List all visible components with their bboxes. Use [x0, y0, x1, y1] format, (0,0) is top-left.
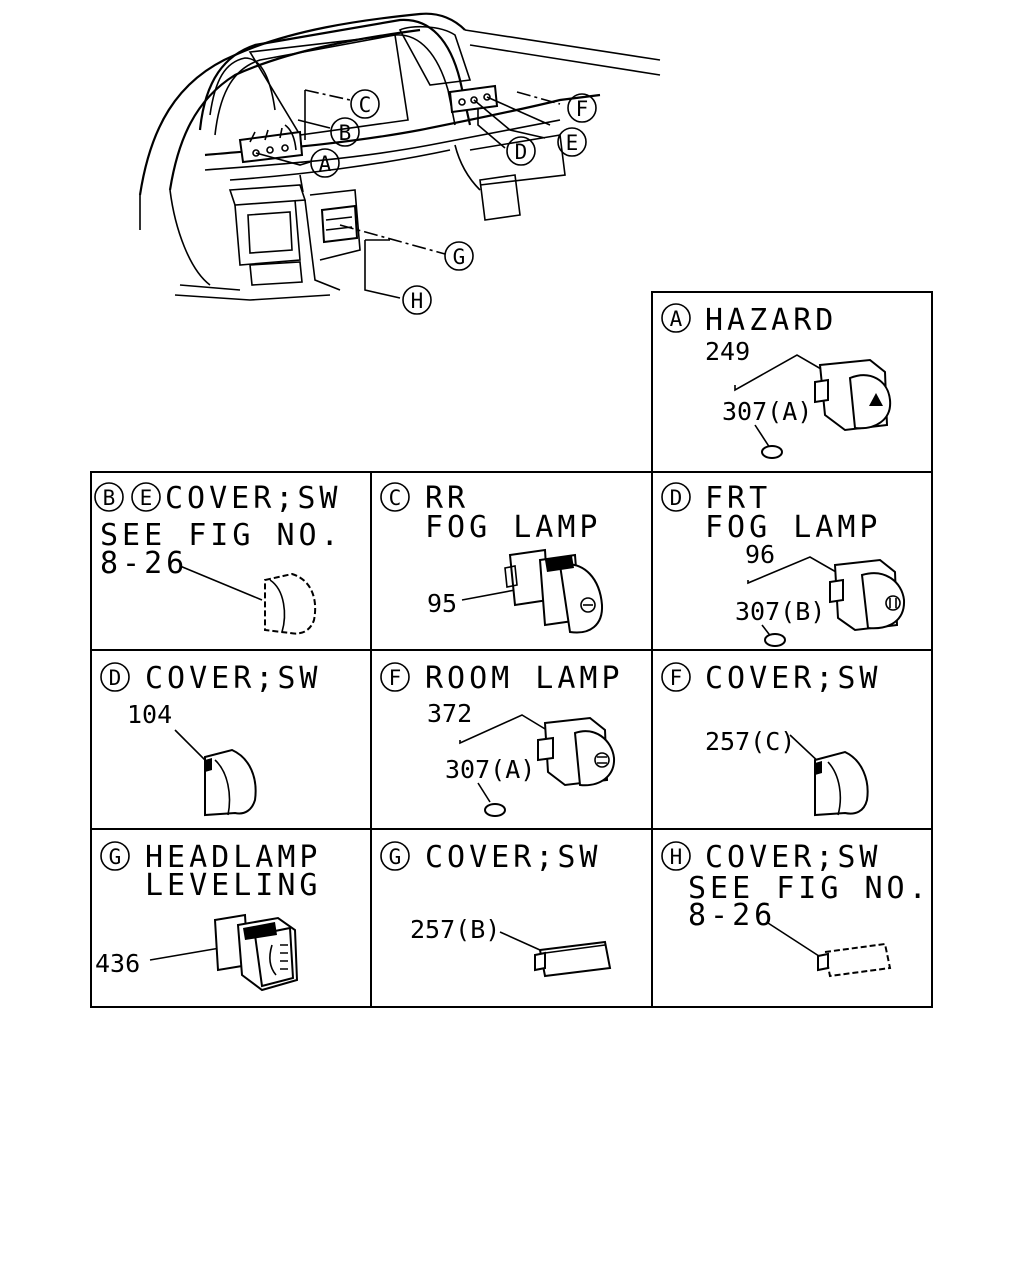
svg-text:F: F [670, 666, 683, 690]
callout-C: C [350, 89, 380, 119]
letter-badge: G [380, 841, 410, 871]
callout-A: A [310, 148, 340, 178]
panel-title: LEVELING [145, 868, 322, 903]
svg-text:E: E [566, 131, 579, 155]
part-number: 307(B) [735, 597, 825, 626]
hazard-switch [814, 358, 892, 432]
bulb [761, 445, 783, 459]
bulb [764, 633, 786, 647]
rr-fog-switch [504, 548, 604, 634]
panel-title: FOG LAMP [425, 510, 602, 545]
reference-text: 8-26 [688, 898, 776, 933]
panel-cover-be: B E COVER;SW SEE FIG NO. 8-26 [94, 481, 343, 635]
svg-text:H: H [670, 845, 683, 869]
letter-badge: D [100, 662, 130, 692]
letter-badge: D [661, 482, 691, 512]
part-number: 249 [705, 337, 750, 366]
svg-text:A: A [319, 152, 332, 176]
reference-text: SEE FIG NO. [100, 518, 343, 553]
panel-cover-d: D COVER;SW 104 [100, 661, 322, 817]
panel-title: RR [425, 481, 469, 516]
panel-frt-fog: D FRT FOG LAMP 96 307(B) [661, 481, 906, 647]
svg-text:G: G [389, 845, 402, 869]
svg-text:G: G [453, 245, 466, 269]
part-number: 307(A) [722, 397, 812, 426]
panel-headlamp-leveling: G HEADLAMP LEVELING 436 [95, 840, 322, 992]
switch-cover [534, 940, 612, 978]
switch-cover [814, 750, 869, 817]
svg-text:B: B [103, 486, 116, 510]
switch-cover [817, 942, 892, 978]
reference-text: 8-26 [100, 546, 188, 581]
svg-text:H: H [411, 289, 424, 313]
callout-B: B [330, 117, 360, 147]
panel-cover-h: H COVER;SW SEE FIG NO. 8-26 [661, 840, 931, 978]
svg-text:A: A [670, 307, 683, 331]
room-lamp-switch [537, 716, 616, 787]
svg-text:G: G [109, 845, 122, 869]
callout-H: H [402, 285, 432, 315]
panel-room-lamp: F ROOM LAMP 372 307(A) [380, 661, 624, 817]
callout-G: G [444, 241, 474, 271]
dashboard-overview: A B C D E F G H [138, 12, 661, 315]
svg-text:F: F [389, 666, 402, 690]
switch-cover [204, 748, 257, 817]
panel-rr-fog: C RR FOG LAMP 95 [380, 481, 604, 634]
part-number: 436 [95, 949, 140, 978]
part-number: 104 [127, 700, 172, 729]
letter-badge: G [100, 841, 130, 871]
svg-text:D: D [515, 140, 528, 164]
panel-title: FRT [705, 481, 771, 516]
panel-cover-f: F COVER;SW 257(C) [661, 661, 882, 817]
bulb [484, 803, 506, 817]
svg-text:D: D [109, 666, 122, 690]
callout-D: D [506, 136, 536, 166]
reference-text: SEE FIG NO. [688, 871, 931, 906]
panel-title: ROOM LAMP [425, 661, 624, 696]
switch-cover [264, 572, 317, 635]
part-number: 257(B) [410, 915, 500, 944]
svg-text:C: C [389, 486, 402, 510]
svg-text:E: E [140, 486, 153, 510]
svg-text:B: B [339, 121, 352, 145]
letter-badge: F [661, 662, 691, 692]
letter-badge: E [131, 482, 161, 512]
part-number: 95 [427, 589, 457, 618]
svg-text:C: C [359, 93, 372, 117]
headlamp-leveling-switch [213, 913, 299, 992]
panel-title: COVER;SW [145, 661, 322, 696]
callout-E: E [557, 127, 587, 157]
panel-title: COVER;SW [705, 661, 882, 696]
letter-badge: B [94, 482, 124, 512]
letter-badge: C [380, 482, 410, 512]
part-number: 257(C) [705, 727, 795, 756]
letter-badge: H [661, 841, 691, 871]
panel-title: HEADLAMP [145, 840, 322, 875]
part-number: 96 [745, 540, 775, 569]
panel-title: FOG LAMP [705, 510, 882, 545]
panel-title: COVER;SW [425, 840, 602, 875]
letter-badge: F [380, 662, 410, 692]
panel-grid [90, 291, 933, 1008]
letter-badge: A [661, 303, 691, 333]
panel-title: HAZARD [705, 303, 837, 338]
panel-hazard: A HAZARD 249 307(A) [661, 303, 892, 459]
panel-title: COVER;SW [705, 840, 882, 875]
svg-text:D: D [670, 486, 683, 510]
panel-cover-g: G COVER;SW 257(B) [380, 840, 612, 978]
part-number: 372 [427, 699, 472, 728]
callout-F: F [567, 93, 597, 123]
svg-text:F: F [576, 97, 589, 121]
part-number: 307(A) [445, 755, 535, 784]
frt-fog-switch [829, 558, 906, 632]
panel-title: COVER;SW [165, 481, 342, 516]
